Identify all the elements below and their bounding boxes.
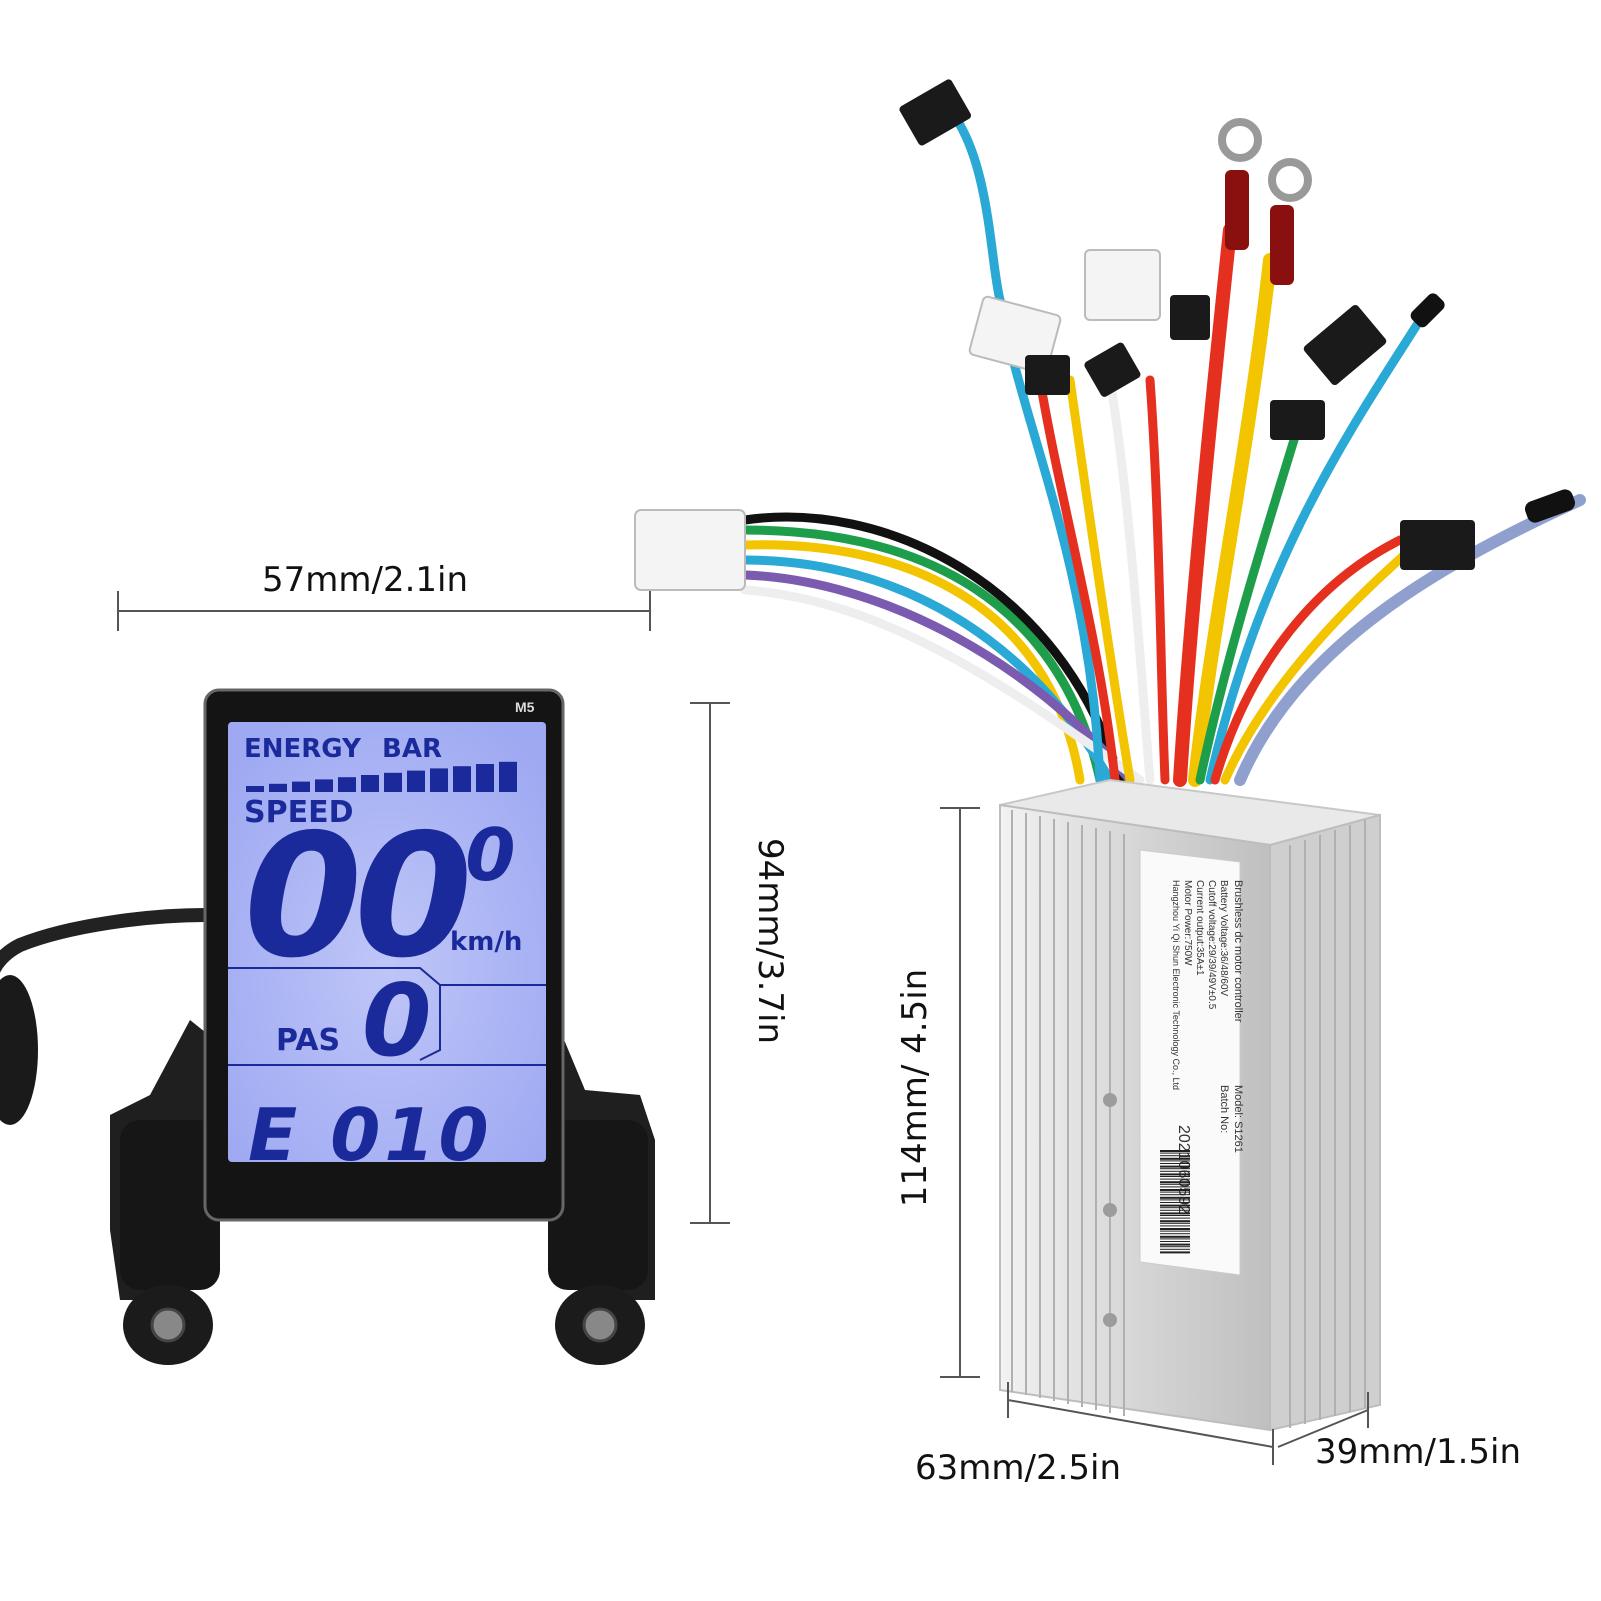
- pas-value: 0: [362, 962, 432, 1079]
- connector-black-4: [1400, 520, 1475, 570]
- energy-bar-segment: [430, 768, 448, 792]
- controller-depth-dimension-line: [1277, 1392, 1369, 1448]
- connector-white-left: [634, 509, 746, 591]
- connector-white-top: [1084, 249, 1161, 321]
- energy-bar-segment: [315, 779, 333, 792]
- controller-depth-label: 39mm/1.5in: [1315, 1432, 1522, 1472]
- display-height-label: 94mm/3.7in: [750, 838, 790, 1045]
- display-height-dimension-line: [690, 702, 730, 1224]
- controller-box: [999, 778, 1381, 1432]
- display-cable: [0, 908, 206, 1010]
- label-title: Brushless dc motor controller: [1232, 880, 1244, 1023]
- connector-black-mid: [1025, 355, 1070, 395]
- cable-connector: [0, 975, 38, 1125]
- label-cutoff-voltage: Cutoff voltage:29/39/49V±0.5: [1206, 880, 1217, 1010]
- speed-label: SPEED: [244, 795, 353, 830]
- speed-value: 00: [244, 798, 467, 996]
- energy-bar: [246, 761, 517, 792]
- controller-width-label: 63mm/2.5in: [915, 1448, 1122, 1488]
- energy-bar-segment: [361, 775, 379, 792]
- label-model: Model: S1261: [1232, 1085, 1244, 1153]
- energy-bar-segment: [499, 761, 517, 792]
- label-motor-power: Motor Power:750W: [1182, 880, 1193, 966]
- connector-black-2: [1170, 295, 1210, 340]
- bar-label: BAR: [382, 734, 442, 764]
- label-battery-voltage: Battery Voltage:36/48/60V: [1218, 880, 1229, 997]
- energy-label: ENERGY: [244, 734, 362, 764]
- barcode: [1160, 1150, 1190, 1254]
- ring-terminal-1: [1218, 118, 1262, 162]
- mount-screw-left: [150, 1307, 186, 1343]
- pas-label: PAS: [276, 1023, 340, 1058]
- controller-width-dimension-line: [1007, 1382, 1274, 1465]
- display-mount: [110, 1020, 655, 1365]
- label-serial: 2021060592: [1175, 1125, 1192, 1214]
- label-batch: Batch No:: [1218, 1085, 1230, 1133]
- energy-bar-segment: [407, 770, 425, 792]
- energy-bar-segment: [476, 764, 494, 792]
- energy-bar-segment: [269, 783, 287, 792]
- energy-bar-segment: [384, 772, 402, 792]
- display-width-dimension-line: [117, 591, 651, 631]
- wire-connectors: [634, 79, 1576, 591]
- display-model-label: M5: [515, 699, 535, 715]
- connector-black-3: [1270, 400, 1325, 440]
- energy-bar-segment: [338, 777, 356, 792]
- speed-unit: km/h: [450, 927, 522, 957]
- display-width-label: 57mm/2.1in: [262, 560, 469, 600]
- label-manufacturer: Hangzhou Yi Qi Shun Electronic Technolog…: [1171, 880, 1181, 1090]
- controller-height-label: 114mm/ 4.5in: [895, 968, 935, 1208]
- energy-bar-segment: [292, 781, 310, 792]
- connector-black-right: [1303, 304, 1387, 386]
- mount-screw-right: [582, 1307, 618, 1343]
- error-code: E 010: [248, 1093, 493, 1177]
- controller-wires: [740, 105, 1586, 787]
- label-current-output: Current output:35A±1: [1194, 880, 1205, 976]
- connector-black-1: [1084, 342, 1141, 397]
- controller-height-dimension-line: [940, 807, 980, 1378]
- connector-white-mid: [968, 295, 1062, 375]
- connector-black-top-left: [899, 79, 972, 146]
- ring-terminal-2: [1268, 158, 1312, 202]
- controller-label-text: Brushless dc motor controller Battery Vo…: [1171, 880, 1244, 1090]
- energy-bar-segment: [246, 786, 264, 792]
- energy-bar-segment: [453, 766, 471, 792]
- speed-decimal: .0: [438, 813, 515, 897]
